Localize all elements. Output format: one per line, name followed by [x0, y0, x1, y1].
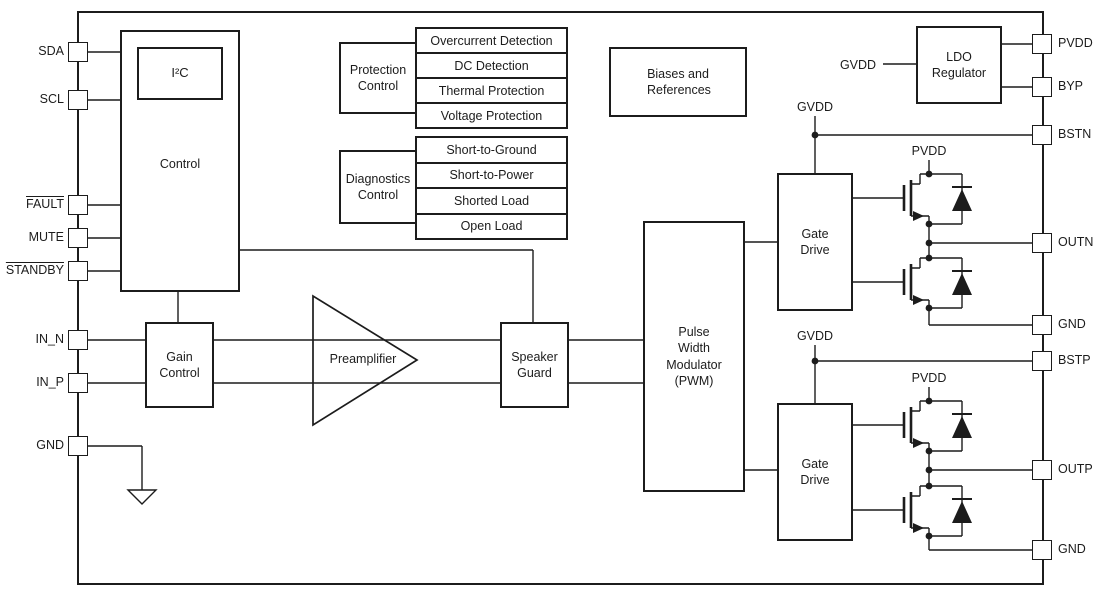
diagnostics-control-block: Diagnostics Control: [339, 150, 417, 224]
pin-gnd-p: [1032, 540, 1052, 560]
pin-mute: [68, 228, 88, 248]
wires-signal-path: [213, 241, 777, 471]
pin-sda: [68, 42, 88, 62]
pin-standby: [68, 261, 88, 281]
pin-label-outn: OUTN: [1058, 235, 1094, 249]
diagnostics-item: Open Load: [417, 212, 566, 239]
net-label-pvdd-p: PVDD: [909, 371, 949, 385]
pin-gnd-n: [1032, 315, 1052, 335]
pwm-label: Pulse Width Modulator (PWM): [666, 325, 722, 388]
pin-gnd-left: [68, 436, 88, 456]
net-label-gvdd-n: GVDD: [794, 100, 836, 114]
pin-label-byp: BYP: [1058, 79, 1084, 93]
pin-label-sda: SDA: [38, 44, 64, 58]
gate-drive-n-label: Gate Drive: [800, 226, 830, 257]
mosfet-p-lowside: [850, 484, 974, 538]
pin-outn: [1032, 233, 1052, 253]
diagnostics-control-label: Diagnostics Control: [345, 171, 411, 202]
gain-control-block: Gain Control: [145, 322, 214, 408]
i2c-label: I²C: [171, 65, 189, 81]
preamplifier-triangle: [312, 294, 419, 427]
speaker-guard-label: Speaker Guard: [511, 349, 558, 380]
preamplifier-label: Preamplifier: [329, 352, 397, 366]
wires-control: [177, 249, 534, 322]
mosfet-p-highside: [850, 399, 974, 453]
protection-list: Overcurrent Detection DC Detection Therm…: [415, 27, 568, 129]
control-label: Control: [159, 157, 201, 171]
pin-label-gnd-left: GND: [36, 438, 64, 452]
pin-in-n: [68, 330, 88, 350]
protection-item: Thermal Protection: [417, 77, 566, 102]
pin-label-standby: STANDBY: [5, 263, 64, 277]
biases-references-block: Biases and References: [609, 47, 747, 117]
pin-in-p: [68, 373, 88, 393]
pin-label-scl: SCL: [39, 92, 64, 106]
net-label-gvdd-ldo: GVDD: [837, 58, 879, 72]
gain-control-label: Gain Control: [159, 349, 200, 380]
net-label-gvdd-p: GVDD: [794, 329, 836, 343]
pin-byp: [1032, 77, 1052, 97]
ldo-regulator-label: LDO Regulator: [931, 49, 987, 80]
pin-bstn: [1032, 125, 1052, 145]
speaker-guard-block: Speaker Guard: [500, 322, 569, 408]
i2c-block: I²C: [137, 47, 223, 100]
pin-label-gnd-n: GND: [1058, 317, 1086, 331]
protection-control-label: Protection Control: [349, 62, 407, 93]
ground-symbol: [87, 445, 158, 505]
pin-scl: [68, 90, 88, 110]
wires-ldo: [883, 43, 1033, 88]
pin-bstp: [1032, 351, 1052, 371]
pin-label-fault: FAULT: [26, 197, 64, 211]
pwm-block: Pulse Width Modulator (PWM): [643, 221, 745, 492]
pin-outp: [1032, 460, 1052, 480]
pin-label-in-n: IN_N: [35, 332, 64, 346]
diagnostics-item: Short-to-Power: [417, 161, 566, 188]
protection-item: Voltage Protection: [417, 102, 566, 127]
protection-item: DC Detection: [417, 52, 566, 77]
diagnostics-list: Short-to-Ground Short-to-Power Shorted L…: [415, 136, 568, 240]
pin-fault: [68, 195, 88, 215]
mosfet-n-highside: [850, 172, 974, 226]
diagnostics-item: Shorted Load: [417, 187, 566, 213]
gate-drive-n-block: Gate Drive: [777, 173, 853, 311]
pin-label-bstp: BSTP: [1058, 353, 1091, 367]
pin-label-pvdd: PVDD: [1058, 36, 1093, 50]
pin-label-in-p: IN_P: [36, 375, 64, 389]
ldo-regulator-block: LDO Regulator: [916, 26, 1002, 104]
biases-references-label: Biases and References: [647, 66, 711, 97]
pin-label-mute: MUTE: [28, 230, 64, 244]
wires-left-pins: [87, 51, 145, 384]
gate-drive-p-block: Gate Drive: [777, 403, 853, 541]
pin-pvdd: [1032, 34, 1052, 54]
net-label-pvdd-n: PVDD: [909, 144, 949, 158]
protection-item: Overcurrent Detection: [430, 33, 553, 48]
pin-label-bstn: BSTN: [1058, 127, 1092, 141]
diagnostics-item: Short-to-Ground: [446, 142, 537, 157]
gate-drive-p-label: Gate Drive: [800, 456, 830, 487]
pin-label-gnd-p: GND: [1058, 542, 1086, 556]
pin-label-outp: OUTP: [1058, 462, 1093, 476]
mosfet-n-lowside: [850, 256, 974, 310]
junction-dots: [811, 131, 933, 540]
protection-control-block: Protection Control: [339, 42, 417, 114]
